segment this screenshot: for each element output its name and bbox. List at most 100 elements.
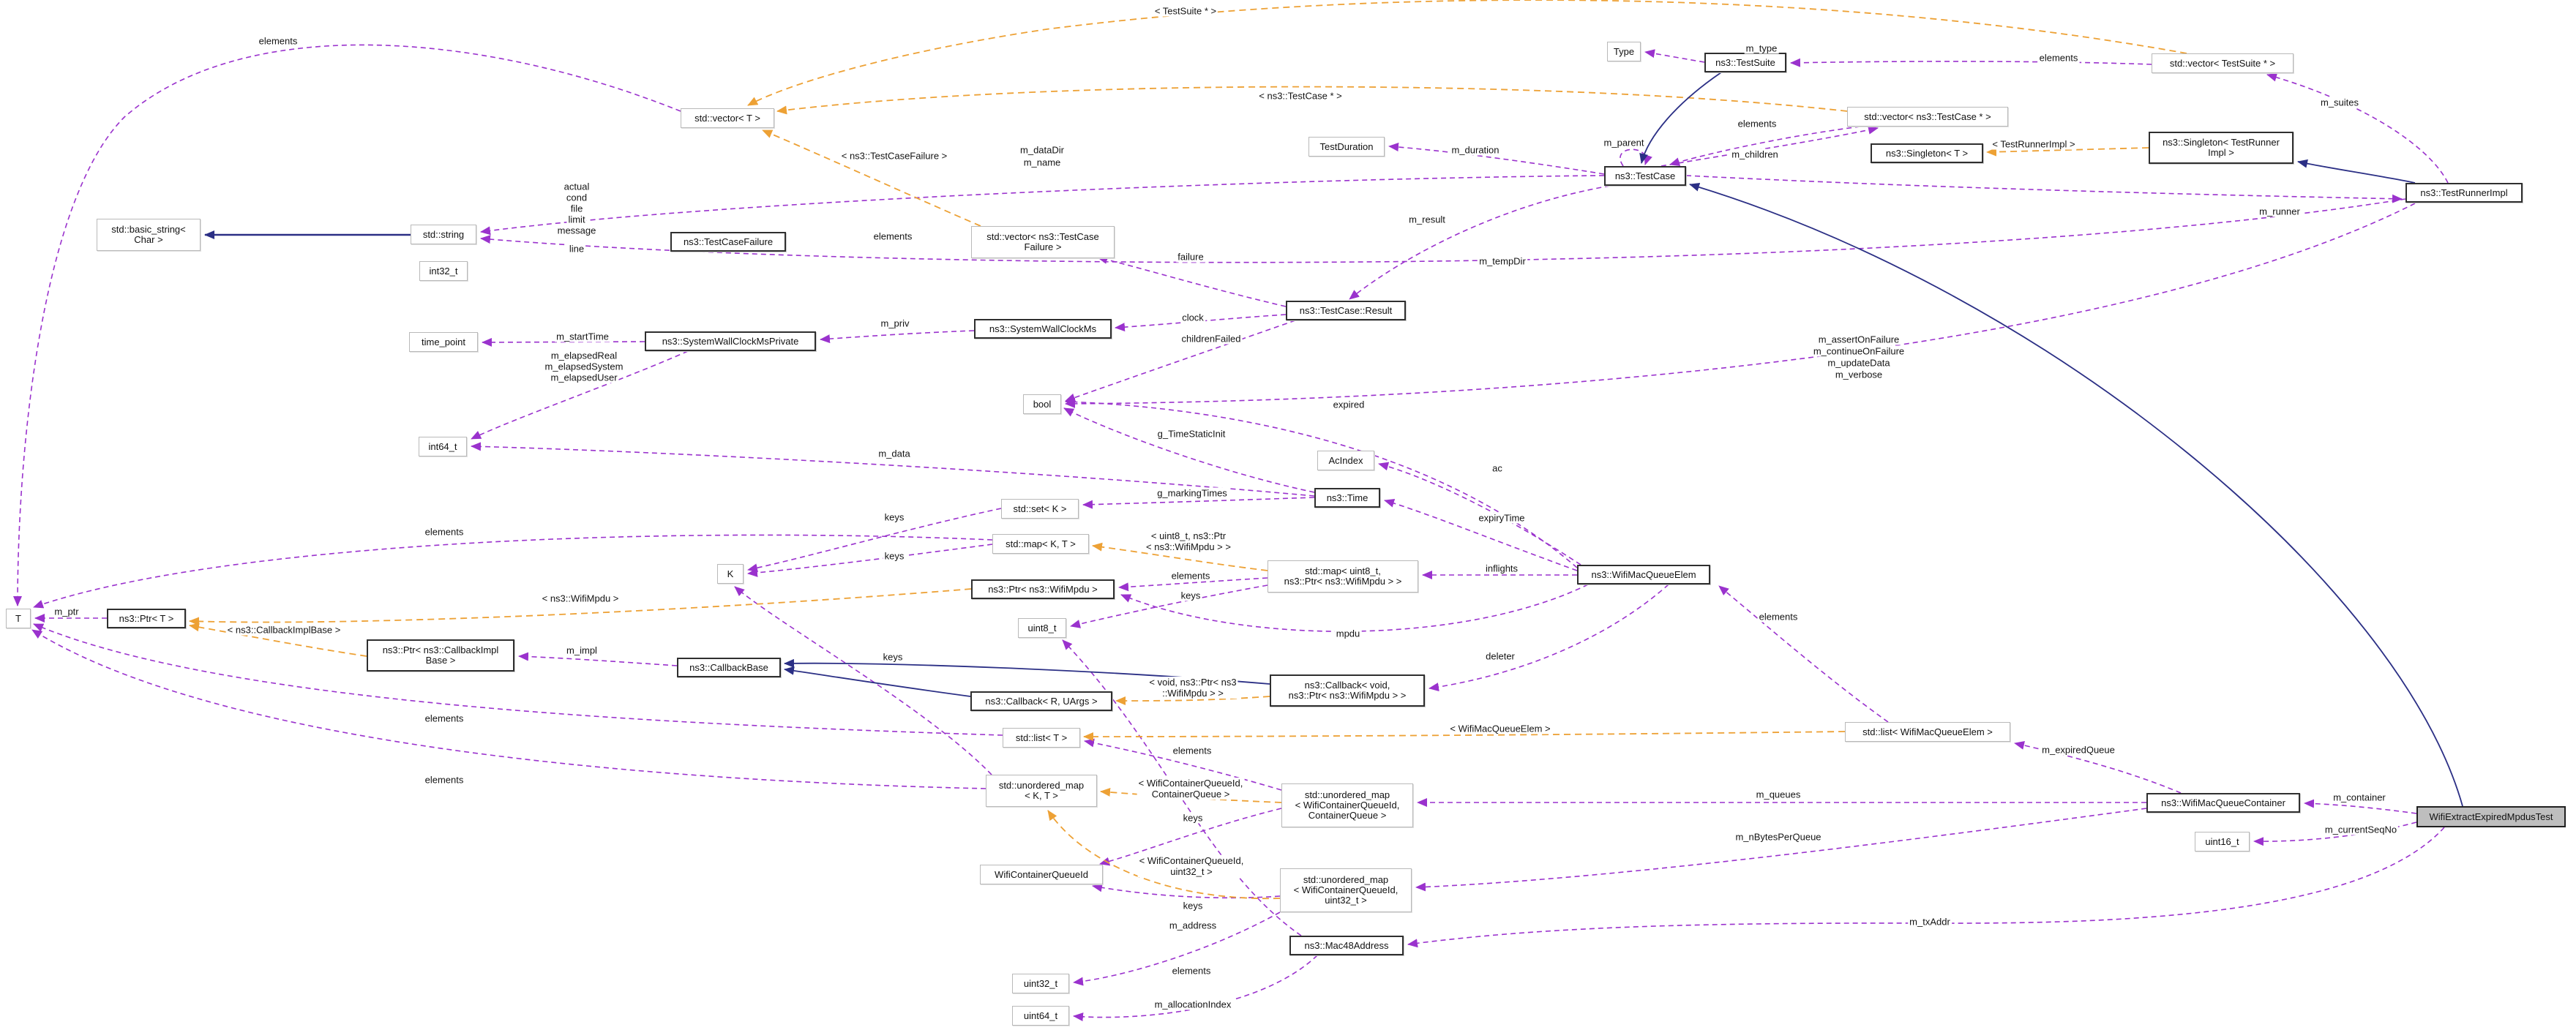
- node-wifiextractexpiredmpdustest[interactable]: WifiExtractExpiredMpdusTest: [2416, 806, 2566, 827]
- node-int64[interactable]: int64_t: [419, 437, 467, 456]
- edge-label: m_continueOnFailure: [1811, 345, 1906, 357]
- edge-label: < ns3::CallbackImplBase >: [225, 624, 342, 636]
- node-unordered-map-uint32[interactable]: std::unordered_map < WifiContainerQueueI…: [1280, 868, 1412, 912]
- node-uint64[interactable]: uint64_t: [1012, 1006, 1069, 1026]
- edge-label: m_allocationIndex: [1153, 999, 1233, 1010]
- node-bool[interactable]: bool: [1023, 394, 1061, 414]
- node-list-t[interactable]: std::list< T >: [1003, 728, 1080, 748]
- node-wificontainerqueueid[interactable]: WifiContainerQueueId: [980, 865, 1103, 884]
- node-int32[interactable]: int32_t: [419, 261, 468, 281]
- edge-usage: [33, 534, 993, 609]
- node-t[interactable]: T: [6, 609, 31, 628]
- node-vector-testcasefailure[interactable]: std::vector< ns3::TestCase Failure >: [971, 226, 1115, 258]
- edge-inheritance: [784, 666, 971, 697]
- edge-usage: [33, 623, 1003, 736]
- edge-label: keys: [883, 550, 906, 562]
- edge-label: elements: [423, 526, 465, 538]
- edge-usage: [1429, 584, 1669, 692]
- edge-usage: [1063, 407, 1315, 493]
- edge-usage: [1118, 577, 1268, 592]
- node-type[interactable]: Type: [1607, 42, 1641, 61]
- node-singleton-testrunnerimpl[interactable]: ns3::Singleton< TestRunner Impl >: [2149, 132, 2294, 164]
- edge-label: file: [569, 203, 585, 214]
- edge-label: clock: [1180, 312, 1205, 323]
- edge-label: m_elapsedReal: [549, 350, 619, 361]
- edge-label: m_expiredQueue: [2040, 744, 2116, 756]
- edge-usage: [1065, 397, 1578, 568]
- edge-label: m_updateData: [1826, 357, 1892, 369]
- node-k[interactable]: K: [717, 564, 744, 584]
- node-ptr-t[interactable]: ns3::Ptr< T >: [107, 609, 186, 628]
- node-unordered-map-kt[interactable]: std::unordered_map < K, T >: [986, 775, 1097, 807]
- node-time-point[interactable]: time_point: [409, 332, 478, 352]
- node-string[interactable]: std::string: [411, 225, 476, 244]
- node-callback-r-uargs[interactable]: ns3::Callback< R, UArgs >: [970, 691, 1112, 711]
- node-testrunnerimpl[interactable]: ns3::TestRunnerImpl: [2405, 183, 2523, 203]
- node-map-kt[interactable]: std::map< K, T >: [992, 534, 1089, 554]
- node-acindex[interactable]: AcIndex: [1317, 451, 1374, 470]
- edge-label: m_name: [1022, 157, 1063, 168]
- edge-label: failure: [1176, 251, 1205, 263]
- edge-label: cond: [564, 192, 589, 203]
- edge-label: elements: [1170, 965, 1213, 977]
- edge-template: [762, 129, 981, 227]
- node-time[interactable]: ns3::Time: [1314, 488, 1380, 508]
- edge-label: elements: [872, 230, 914, 242]
- edge-label: < TestRunnerImpl >: [1991, 138, 2077, 150]
- edge-label: m_address: [1167, 920, 1218, 931]
- edge-label: m_assertOnFailure: [1816, 334, 1901, 345]
- node-testcase[interactable]: ns3::TestCase: [1604, 166, 1686, 186]
- edge-label: g_markingTimes: [1156, 487, 1229, 499]
- node-testsuite[interactable]: ns3::TestSuite: [1704, 53, 1786, 72]
- edge-label: m_queues: [1754, 789, 1802, 800]
- node-testcasefailure[interactable]: ns3::TestCaseFailure: [670, 232, 786, 252]
- node-callback-void-wifimpdu[interactable]: ns3::Callback< void, ns3::Ptr< ns3::Wifi…: [1270, 674, 1425, 707]
- edge-label: < ns3::WifiMpdu >: [540, 593, 621, 604]
- node-vector-t[interactable]: std::vector< T >: [681, 108, 774, 128]
- edge-inheritance: [1639, 72, 1722, 164]
- node-ptr-callbackimplbase[interactable]: ns3::Ptr< ns3::CallbackImpl Base >: [367, 639, 514, 672]
- node-callbackbase[interactable]: ns3::CallbackBase: [677, 658, 781, 677]
- edge-label: elements: [1736, 118, 1778, 129]
- node-uint32[interactable]: uint32_t: [1012, 974, 1069, 993]
- edge-template: [189, 588, 972, 626]
- node-uint8[interactable]: uint8_t: [1018, 618, 1066, 638]
- edge-label: expiryTime: [1477, 512, 1527, 524]
- node-systemwallclockms[interactable]: ns3::SystemWallClockMs: [974, 319, 1112, 339]
- node-ptr-wifimpdu[interactable]: ns3::Ptr< ns3::WifiMpdu >: [971, 579, 1115, 599]
- node-wifimacqueueelem[interactable]: ns3::WifiMacQueueElem: [1577, 565, 1710, 584]
- node-singleton-t[interactable]: ns3::Singleton< T >: [1871, 143, 1983, 163]
- edge-label: keys: [1179, 590, 1202, 601]
- edge-label: expired: [1331, 399, 1366, 410]
- node-set-k[interactable]: std::set< K >: [1001, 499, 1079, 519]
- edge-label: m_suites: [2318, 97, 2361, 108]
- node-vector-testsuite[interactable]: std::vector< TestSuite * >: [2152, 53, 2294, 73]
- node-uint16[interactable]: uint16_t: [2195, 832, 2250, 852]
- node-testduration[interactable]: TestDuration: [1308, 137, 1385, 157]
- edge-template: [1986, 147, 2149, 157]
- edge-usage: [1378, 462, 1581, 565]
- edge-template: [189, 623, 367, 657]
- edge-usage: [471, 350, 689, 440]
- node-list-wifimacqueueelem[interactable]: std::list< WifiMacQueueElem >: [1845, 722, 2010, 742]
- edge-label: m_ptr: [53, 606, 80, 617]
- edge-label: < ns3::TestCase * >: [1257, 90, 1344, 102]
- node-unordered-map-containerqueue[interactable]: std::unordered_map < WifiContainerQueueI…: [1281, 783, 1413, 827]
- edge-label: childrenFailed: [1180, 333, 1243, 345]
- edge-label: message: [555, 225, 598, 236]
- node-basic-string[interactable]: std::basic_string< Char >: [97, 219, 201, 251]
- node-vector-testcase[interactable]: std::vector< ns3::TestCase * >: [1847, 107, 2008, 127]
- node-systemwallclockmsprivate[interactable]: ns3::SystemWallClockMsPrivate: [645, 331, 816, 351]
- node-mac48address[interactable]: ns3::Mac48Address: [1289, 936, 1404, 955]
- edge-label: m_txAddr: [1908, 916, 1952, 928]
- edge-label: keys: [1181, 812, 1205, 824]
- node-testcase-result[interactable]: ns3::TestCase::Result: [1286, 301, 1406, 320]
- edge-label: m_elapsedSystem: [543, 361, 625, 372]
- edge-label: line: [567, 243, 586, 255]
- edge-usage: [2253, 822, 2417, 846]
- edge-label: m_duration: [1450, 144, 1501, 156]
- node-map-uint8-wifimpdu[interactable]: std::map< uint8_t, ns3::Ptr< ns3::WifiMp…: [1268, 560, 1418, 593]
- node-wifimacqueuecontainer[interactable]: ns3::WifiMacQueueContainer: [2146, 793, 2300, 813]
- edge-label: ac: [1491, 462, 1504, 474]
